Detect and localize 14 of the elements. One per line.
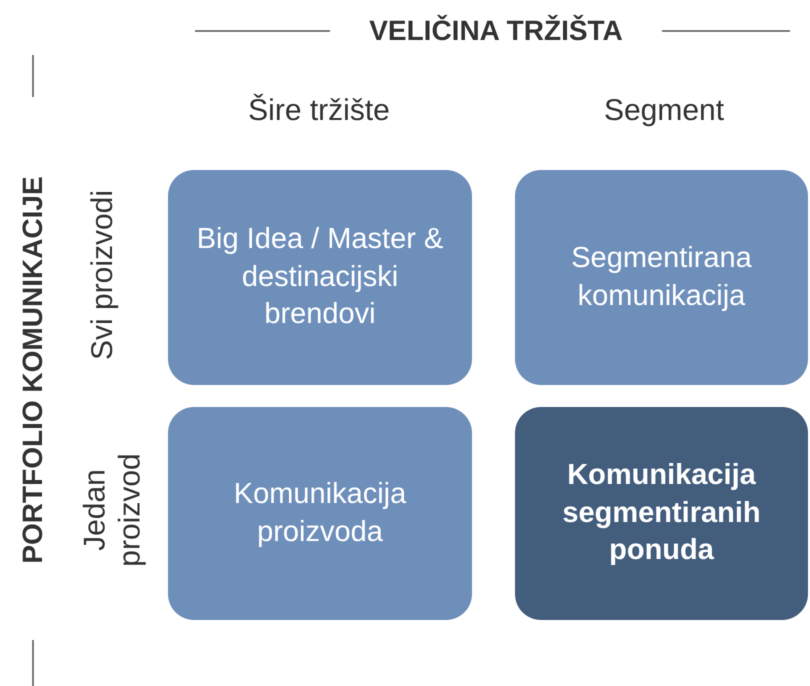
highlighted-quadrant-box — [515, 407, 808, 620]
quadrant-box — [515, 170, 808, 385]
column-header: Segment — [604, 94, 724, 128]
axis-title: VELIČINA TRŽIŠTA — [369, 14, 623, 48]
quadrant-box — [168, 407, 472, 620]
quadrant-text: Big Idea / Master & destinacijski brendovi — [196, 222, 444, 332]
quadrant-text: Segmentirana komunikacija — [570, 240, 753, 314]
axis-title: PORTFOLIO KOMUNIKACIJE — [16, 176, 49, 564]
quadrant-text: Komunikacija segmentiranih ponuda — [561, 458, 762, 568]
quadrant-text: Komunikacija proizvoda — [232, 476, 408, 550]
quadrant-box — [168, 170, 472, 385]
column-header: Šire tržište — [248, 94, 390, 128]
row-header: Svi proizvodi — [86, 190, 120, 360]
row-header: Jedan proizvod — [78, 452, 147, 569]
